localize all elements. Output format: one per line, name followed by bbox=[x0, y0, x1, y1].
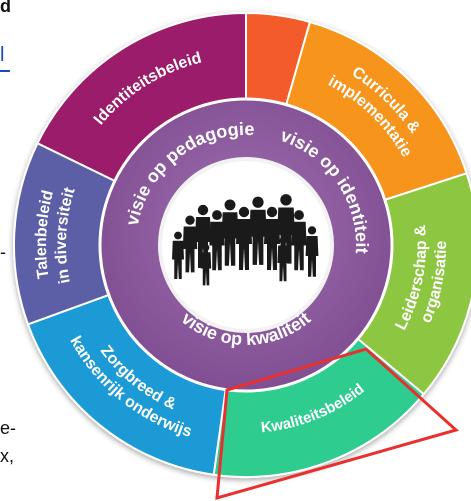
link-underline bbox=[0, 70, 10, 72]
highlight-annotation bbox=[215, 347, 460, 501]
cut-off-link-text[interactable]: l bbox=[0, 44, 5, 66]
person-silhouette bbox=[209, 210, 225, 271]
cut-off-text-bottom-1: e- bbox=[0, 418, 17, 438]
person-silhouette bbox=[264, 206, 280, 270]
person-silhouette bbox=[236, 206, 252, 270]
cut-off-text-top: d bbox=[0, 0, 11, 16]
person-silhouette bbox=[249, 196, 267, 265]
outer-ring bbox=[13, 11, 471, 478]
person-silhouette bbox=[305, 226, 319, 277]
person-silhouette bbox=[291, 210, 307, 271]
person-silhouette bbox=[277, 236, 289, 282]
person-silhouette bbox=[221, 199, 239, 266]
cut-off-text-dash: - bbox=[0, 242, 6, 262]
people-silhouette-icon bbox=[172, 194, 319, 286]
person-silhouette bbox=[172, 231, 184, 279]
person-silhouette bbox=[182, 215, 198, 273]
person-silhouette bbox=[200, 244, 212, 286]
cut-off-text-bottom-2: x, bbox=[0, 446, 15, 466]
